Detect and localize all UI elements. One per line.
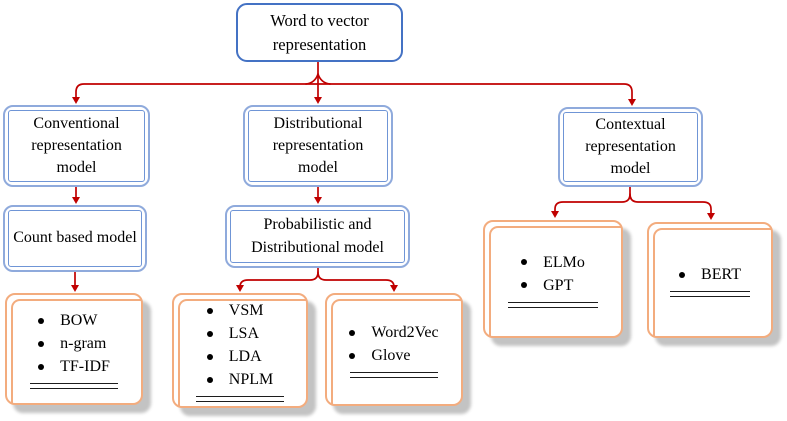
arrow-contextual-to-elmo (554, 186, 631, 212)
arrow-probabilistic-to-vsm (239, 267, 319, 288)
bullet-icon (38, 317, 45, 324)
node-probabilistic-model: Probabilistic and Distributional model (225, 205, 410, 268)
leaf-contextual-methods-elmo-gpt: ELMo GPT (483, 220, 623, 338)
list-item-label: ELMo (543, 253, 585, 271)
arrowhead-conventional (72, 97, 80, 104)
list-item-label: BOW (60, 312, 98, 329)
double-underline (29, 383, 119, 389)
leaf-contextual-methods-bert: BERT (647, 222, 773, 338)
bullet-icon (38, 340, 45, 347)
list-item: LSA (206, 322, 273, 345)
arrowhead-distributional (314, 97, 322, 104)
list-item-label: VSM (228, 302, 264, 319)
bullet-icon (679, 271, 686, 278)
double-underline (508, 301, 598, 308)
list-item-label: GPT (543, 276, 574, 294)
node-count-based-model-label: Count based model (8, 210, 142, 267)
arrow-probabilistic-to-word2vec (317, 271, 395, 288)
list-item: NPLM (206, 368, 274, 391)
bullet-icon (521, 282, 528, 288)
list-item-label: BERT (701, 266, 741, 283)
double-underline (669, 291, 751, 297)
list-item-label: n-gram (60, 335, 107, 352)
node-distributional-model-label: Distributional representation model (248, 110, 388, 182)
arrowhead-word2vec-leaf (390, 285, 398, 292)
list-item-label: LSA (228, 325, 259, 342)
list-item: BOW (38, 309, 110, 332)
bullet-icon (206, 307, 213, 314)
list-item: n-gram (38, 332, 110, 355)
arrow-merge-left (305, 73, 319, 85)
arrowhead-count-based (72, 197, 80, 204)
method-list: Word2Vec Glove (349, 321, 439, 367)
leaf-prediction-based-methods: Word2Vec Glove (325, 293, 463, 406)
arrow-contextual-to-bert (629, 193, 712, 214)
method-list: ELMo GPT (521, 251, 585, 297)
arrowhead-probabilistic (314, 197, 322, 204)
list-item: LDA (206, 345, 273, 368)
double-underline (196, 396, 284, 402)
bullet-icon (349, 352, 356, 359)
node-conventional-model-label: Conventional representation model (8, 110, 145, 182)
arrowhead-contextual (628, 99, 636, 106)
method-list: VSM LSA LDA NPLM (206, 299, 274, 391)
list-item: TF-IDF (38, 355, 110, 378)
bullet-icon (206, 376, 213, 383)
list-item-label: Glove (371, 347, 411, 364)
list-item-label: LDA (228, 348, 262, 365)
node-distributional-model: Distributional representation model (243, 105, 393, 187)
bullet-icon (521, 259, 528, 265)
arrowhead-bow-leaf (71, 285, 79, 292)
node-contextual-model: Contextual representation model (558, 107, 703, 187)
arrowhead-bert-leaf (707, 213, 715, 220)
arrow-branch-bar (75, 83, 633, 101)
list-item: BERT (679, 263, 741, 286)
list-item: VSM (206, 299, 273, 322)
arrow-merge-right (317, 73, 331, 85)
arrowhead-vsm-leaf (236, 285, 244, 292)
leaf-distributional-probabilistic-methods: VSM LSA LDA NPLM (172, 293, 308, 408)
leaf-count-based-methods: BOW n-gram TF-IDF (5, 293, 143, 405)
node-contextual-model-label: Contextual representation model (563, 112, 698, 182)
method-list: BERT (679, 263, 741, 286)
list-item: GPT (521, 274, 585, 297)
arrowhead-elmo-leaf (551, 211, 559, 218)
list-item-label: Word2Vec (371, 324, 439, 341)
bullet-icon (38, 363, 45, 370)
double-underline (349, 372, 439, 378)
list-item-label: TF-IDF (60, 358, 110, 375)
bullet-icon (206, 330, 213, 337)
list-item: Word2Vec (349, 321, 439, 344)
list-item: ELMo (521, 251, 585, 274)
method-list: BOW n-gram TF-IDF (38, 309, 110, 378)
node-root-label: Word to vector representation (270, 10, 369, 54)
bullet-icon (206, 353, 213, 360)
list-item: Glove (349, 344, 438, 367)
node-conventional-model: Conventional representation model (3, 105, 150, 187)
bullet-icon (349, 329, 356, 336)
node-count-based-model: Count based model (3, 205, 147, 272)
node-probabilistic-model-label: Probabilistic and Distributional model (230, 210, 405, 263)
node-root: Word to vector representation (236, 3, 403, 62)
list-item-label: NPLM (228, 371, 274, 388)
